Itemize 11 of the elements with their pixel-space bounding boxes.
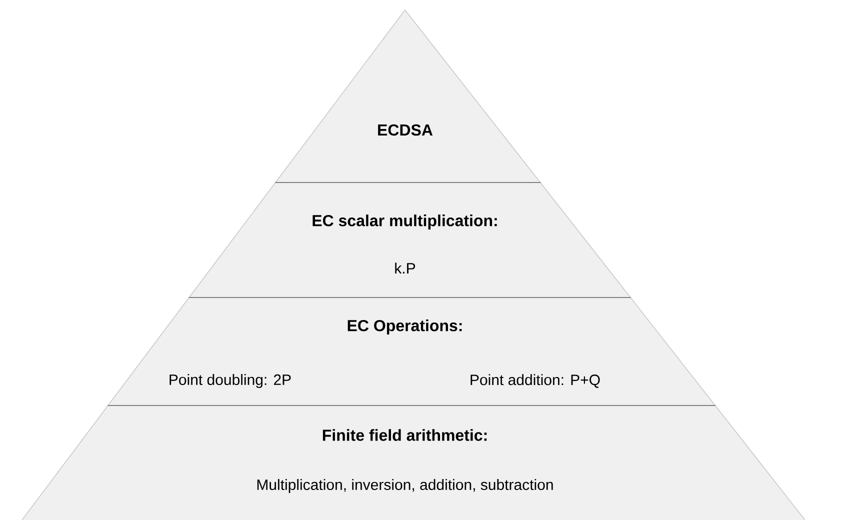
pyramid-tier: Finite field arithmetic: Multiplication, inversion, addition, subtraction — [22, 406, 806, 520]
pyramid-tier: EC Operations: Point doubling: 2P Point addition: P+Q — [107, 298, 716, 407]
node-label: EC Operations: — [348, 320, 462, 334]
node-label: Finite field arithmetic: — [322, 429, 487, 441]
node-label: EC scalar multiplication: — [312, 214, 497, 230]
node-label: Point addition: P+Q — [470, 374, 600, 388]
node-label: Multiplication, inversion, addition, subtraction — [257, 479, 553, 493]
node-label: k.P — [395, 262, 416, 274]
pyramid-tier: ECDSA — [274, 10, 542, 184]
pyramid-tier: EC scalar multiplication: k.P — [188, 182, 632, 299]
node-label: Point doubling: 2P — [170, 374, 291, 388]
